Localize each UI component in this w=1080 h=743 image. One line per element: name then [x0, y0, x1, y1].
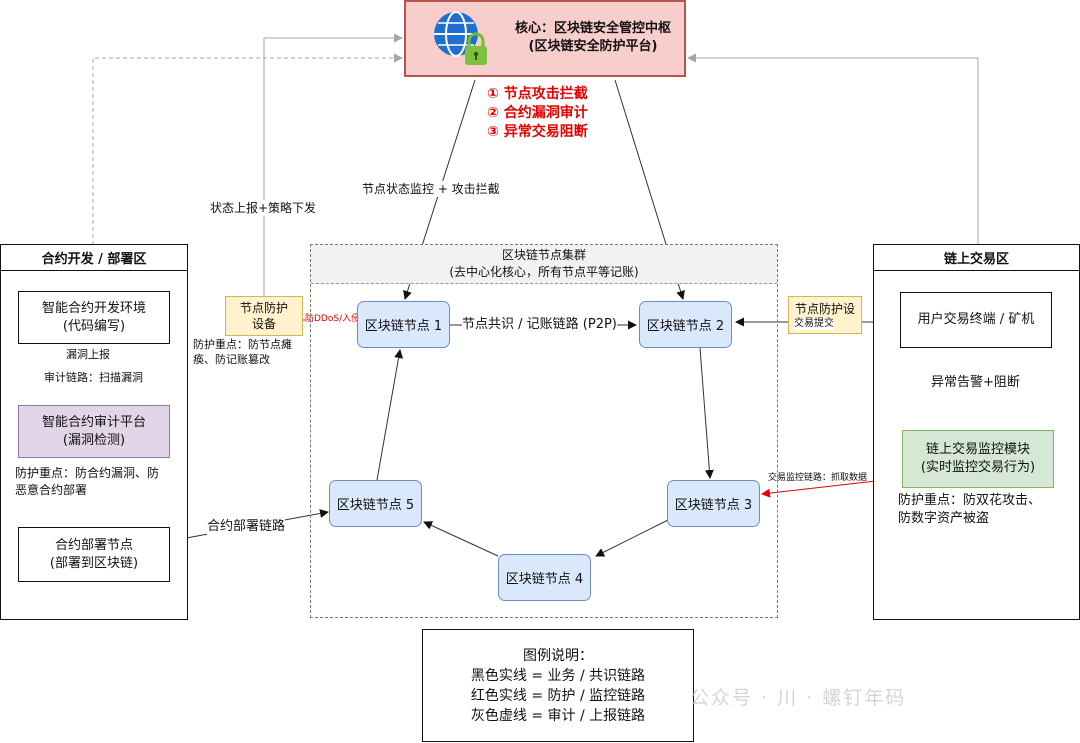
alert-block-label: 异常告警+阻断 [931, 375, 1020, 391]
core-feature-1: ① 节点攻击拦截 [487, 86, 588, 102]
globe-lock-icon [434, 11, 487, 65]
contract-audit-platform-box[interactable]: 智能合约审计平台 (漏洞检测) [18, 405, 170, 458]
onchain-tx-zone-title: 链上交易区 [874, 245, 1079, 271]
blockchain-node-5[interactable]: 区块链节点 5 [329, 480, 422, 527]
guard-note-line1: 防护重点：防节点瘫 [193, 338, 292, 351]
guard-line2: 设备 [251, 317, 276, 331]
legend-title: 图例说明： [523, 647, 593, 664]
contract-dev-env-box[interactable]: 智能合约开发环境 (代码编写) [18, 291, 170, 344]
blockchain-node-2[interactable]: 区块链节点 2 [639, 301, 732, 348]
consensus-label: 节点共识 / 记账链路 (P2P) [462, 317, 617, 333]
deploy-node-subtitle: (部署到区块链) [49, 555, 139, 571]
deploy-link-label: 合约部署链路 [207, 519, 286, 535]
blockchain-node-3[interactable]: 区块链节点 3 [667, 480, 760, 527]
core-title: 核心：区块链安全管控中枢 [514, 21, 671, 36]
core-feature-3: ③ 异常交易阻断 [487, 124, 588, 140]
left-protect-note-line2: 恶意合约部署 [15, 483, 88, 497]
contract-dev-zone-title: 合约开发 / 部署区 [1, 245, 187, 271]
right-protect-note-line1: 防护重点：防双花攻击、 [898, 493, 1042, 508]
right-protect-note: 防护重点：防双花攻击、 防数字资产被盗 [898, 492, 1041, 528]
guard-note-line2: 痪、防记账篡改 [193, 353, 270, 366]
legend-box: 图例说明： 黑色实线 = 业务 / 共识链路 红色实线 = 防护 / 监控链路 … [422, 629, 694, 742]
guard-protect-note: 防护重点：防节点瘫 痪、防记账篡改 [193, 337, 292, 367]
node-monitor-label: 节点状态监控 + 攻击拦截 [362, 181, 500, 197]
core-feature-list: ① 节点攻击拦截 ② 合约漏洞审计 ③ 异常交易阻断 [487, 85, 588, 142]
right-protect-note-line2: 防数字资产被盗 [898, 511, 990, 526]
left-protect-note-line1: 防护重点：防合约漏洞、防 [15, 466, 160, 480]
user-terminal-box[interactable]: 用户交易终端 / 矿机 [900, 292, 1052, 348]
guard-line1: 节点防护 [239, 301, 288, 315]
legend-red: 红色实线 = 防护 / 监控链路 [470, 687, 646, 704]
cluster-title: 区块链节点集群 [501, 248, 586, 262]
tx-monitor-label: 交易监控链路：抓取数据 [768, 473, 868, 483]
blockchain-node-1[interactable]: 区块链节点 1 [357, 301, 450, 348]
blockchain-node-cluster: 区块链节点集群 (去中心化核心，所有节点平等记账) [310, 244, 778, 618]
security-core-hub[interactable]: 核心：区块链安全管控中枢 (区块链安全防护平台) [404, 0, 686, 77]
tx-monitor-module-box[interactable]: 链上交易监控模块 (实时监控交易行为) [902, 430, 1054, 488]
cluster-subtitle: (去中心化核心，所有节点平等记账) [449, 265, 639, 279]
audit-link-label: 审计链路：扫描漏洞 [44, 370, 143, 386]
legend-black: 黑色实线 = 业务 / 共识链路 [470, 667, 646, 684]
core-feature-2: ② 合约漏洞审计 [487, 105, 588, 121]
watermark: 公众号 · 川 · 螺钉年码 [690, 687, 907, 709]
left-protect-note: 防护重点：防合约漏洞、防 恶意合约部署 [15, 465, 183, 499]
tx-monitor-subtitle: (实时监控交易行为) [920, 460, 1036, 475]
legend-gray: 灰色虚线 = 审计 / 上报链路 [470, 707, 646, 724]
cluster-header: 区块链节点集群 (去中心化核心，所有节点平等记账) [311, 245, 777, 284]
audit-report-link [92, 53, 403, 245]
tx-submit-label: 交易提交 [794, 318, 834, 330]
blockchain-node-4[interactable]: 区块链节点 4 [498, 554, 591, 601]
status-report-label: 状态上报+策略下发 [210, 200, 317, 216]
dev-env-title: 智能合约开发环境 [41, 300, 146, 316]
contract-deploy-node-box[interactable]: 合约部署节点 (部署到区块链) [18, 527, 170, 582]
audit-platform-subtitle: (漏洞检测) [62, 432, 126, 448]
vuln-report-label: 漏洞上报 [66, 347, 110, 363]
tx-monitor-title: 链上交易监控模块 [925, 442, 1030, 457]
dev-env-subtitle: (代码编写) [62, 318, 126, 334]
core-subtitle: (区块链安全防护平台) [528, 39, 658, 54]
node-guard-device[interactable]: 节点防护 设备 [225, 296, 303, 336]
audit-platform-title: 智能合约审计平台 [41, 414, 146, 430]
right-guard-line1: 节点防护设 [794, 302, 855, 316]
ddos-label: 防DDoS/入侵 [305, 314, 361, 325]
deploy-node-title: 合约部署节点 [54, 537, 133, 553]
